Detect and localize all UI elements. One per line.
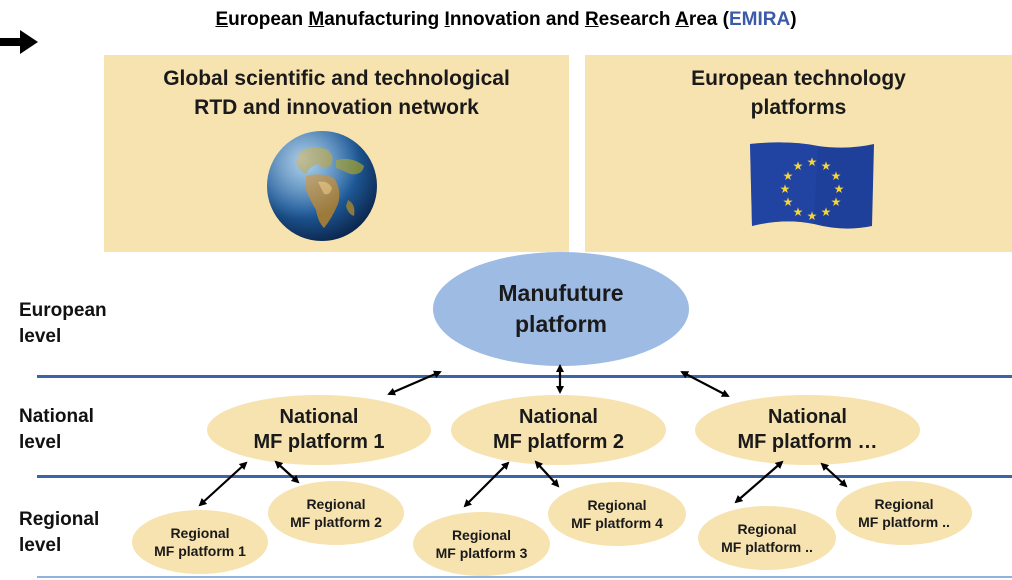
global-network-box: Global scientific and technological RTD … — [104, 55, 569, 252]
svg-text:★: ★ — [793, 205, 804, 219]
arrow-manufuture-national-3 — [680, 371, 730, 397]
svg-text:★: ★ — [821, 159, 832, 173]
svg-text:★: ★ — [834, 182, 845, 196]
svg-text:★: ★ — [783, 169, 794, 183]
global-network-title-line2: RTD and innovation network — [194, 96, 479, 119]
technology-platforms-title-line1: European technology — [691, 67, 906, 90]
svg-text:★: ★ — [807, 209, 818, 223]
arrow-national3-regional6 — [820, 462, 848, 488]
svg-text:★: ★ — [831, 195, 842, 209]
arrow-national3-regional5 — [734, 460, 784, 504]
arrow-national1-regional2 — [274, 460, 300, 484]
page-title: European Manufacturing Innovation and Re… — [215, 9, 797, 30]
arrow-national1-regional1 — [198, 461, 248, 507]
manufuture-platform: Manufuture platform — [433, 252, 689, 366]
technology-platforms-title-line2: platforms — [750, 96, 847, 119]
arrow-manufuture-national-1 — [387, 370, 442, 396]
svg-text:★: ★ — [793, 159, 804, 173]
arrow-national2-regional3 — [463, 461, 510, 508]
svg-text:★: ★ — [831, 169, 842, 183]
european-national-divider — [37, 375, 1012, 378]
eu-flag-icon: ★ ★ ★ ★ ★ ★ ★ ★ ★ ★ ★ ★ — [750, 142, 874, 229]
svg-text:★: ★ — [783, 195, 794, 209]
svg-text:★: ★ — [807, 155, 818, 169]
globe-icon — [267, 131, 377, 241]
title-acronym: EMIRA — [728, 9, 791, 30]
national-regional-divider — [37, 475, 1012, 478]
technology-platforms-box: European technology platforms ★ ★ ★ ★ ★ … — [585, 55, 1012, 252]
arrow-national2-regional4 — [534, 460, 560, 488]
bottom-divider — [37, 576, 1012, 578]
svg-text:★: ★ — [780, 182, 791, 196]
global-network-title-line1: Global scientific and technological — [163, 67, 510, 90]
svg-text:★: ★ — [821, 205, 832, 219]
arrow-right-icon — [0, 30, 38, 54]
